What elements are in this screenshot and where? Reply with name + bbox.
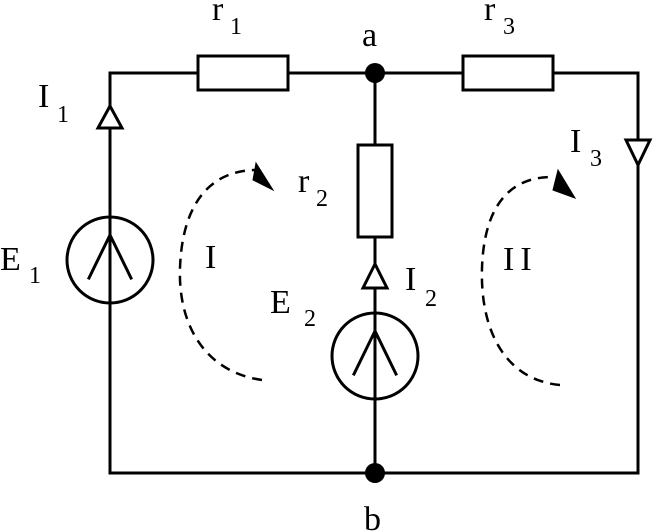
svg-text:2: 2 — [304, 306, 316, 332]
svg-text:I: I — [570, 123, 581, 160]
loop-arrow-2 — [480, 168, 577, 387]
svg-text:2: 2 — [316, 186, 328, 212]
label-e1: E 1 — [0, 241, 41, 289]
svg-text:r: r — [484, 0, 496, 28]
resistor-r3 — [461, 54, 555, 92]
current-arrow-i3 — [623, 138, 653, 169]
svg-text:1: 1 — [230, 14, 242, 40]
svg-text:3: 3 — [503, 14, 515, 40]
node-a-label: a — [362, 17, 377, 54]
label-r3: r 3 — [484, 0, 515, 40]
svg-text:I: I — [38, 78, 49, 115]
node-b-label: b — [364, 501, 381, 532]
label-i1: I 1 — [38, 78, 69, 128]
svg-text:r: r — [298, 163, 310, 200]
node-b-dot — [365, 463, 385, 483]
label-i2: I 2 — [405, 261, 437, 312]
loop-1-label: I — [205, 239, 216, 276]
node-a-dot — [365, 63, 385, 83]
resistor-r1 — [196, 54, 290, 92]
emf-source-e1 — [65, 215, 155, 305]
emf-source-e2 — [330, 311, 420, 401]
label-r2: r 2 — [298, 163, 328, 212]
current-arrow-i2 — [360, 260, 390, 290]
current-arrow-i1 — [95, 102, 125, 130]
label-r1: r 1 — [212, 0, 242, 40]
svg-text:1: 1 — [29, 263, 41, 289]
svg-text:I: I — [405, 261, 416, 298]
label-e2: E 2 — [270, 284, 316, 332]
svg-text:E: E — [0, 241, 21, 278]
loop-2-label: II — [503, 241, 538, 278]
svg-text:2: 2 — [425, 286, 437, 312]
svg-text:1: 1 — [57, 102, 69, 128]
resistor-r2 — [356, 143, 394, 239]
svg-text:r: r — [212, 0, 224, 28]
loop-arrow-1 — [178, 161, 275, 382]
svg-text:E: E — [270, 284, 291, 321]
svg-text:3: 3 — [590, 146, 602, 172]
label-i3: I 3 — [570, 123, 602, 172]
